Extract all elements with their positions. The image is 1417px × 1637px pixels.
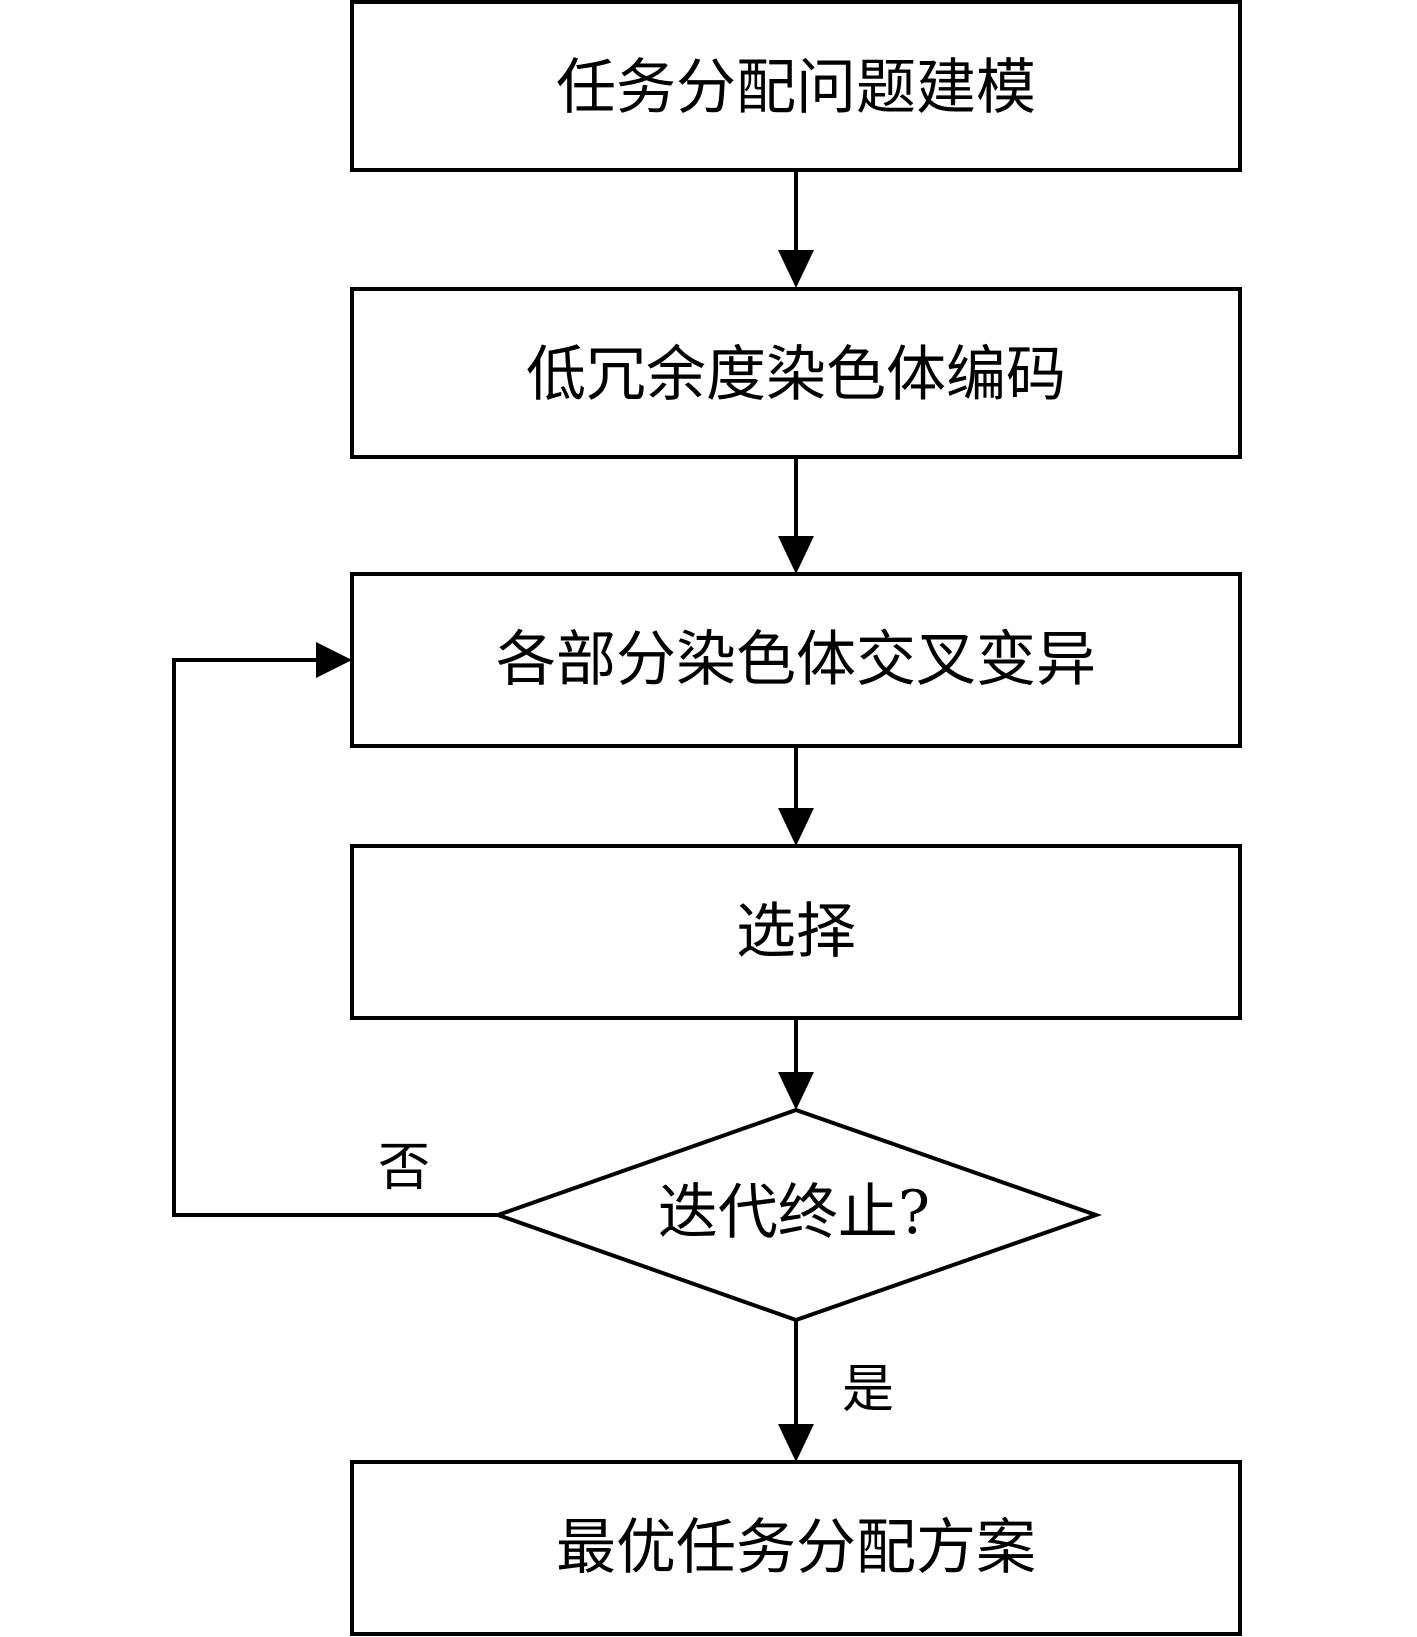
edge-label-yes: 是 [842,1360,894,1420]
edge-label-no: 否 [378,1138,430,1198]
step-label-select: 选择 [736,897,856,967]
arrowhead-crossover-to-select [778,808,814,846]
step-box-encode [350,287,1242,459]
arrowhead-decision-no-loop [316,642,352,678]
step-label-crossover: 各部分染色体交叉变异 [496,625,1096,695]
arrowhead-encode-to-crossover [778,536,814,574]
arrowhead-decision-yes [778,1424,814,1462]
step-label-model: 任务分配问题建模 [556,53,1036,123]
arrowhead-select-to-decision [778,1072,814,1110]
arrow-decision-no-loop [172,658,498,1217]
decision-label: 迭代终止? [658,1178,930,1248]
step-box-model [350,0,1242,172]
step-label-encode: 低冗余度染色体编码 [526,340,1066,410]
result-label: 最优任务分配方案 [556,1513,1036,1583]
arrowhead-model-to-encode [778,250,814,288]
result-box [350,1460,1242,1636]
